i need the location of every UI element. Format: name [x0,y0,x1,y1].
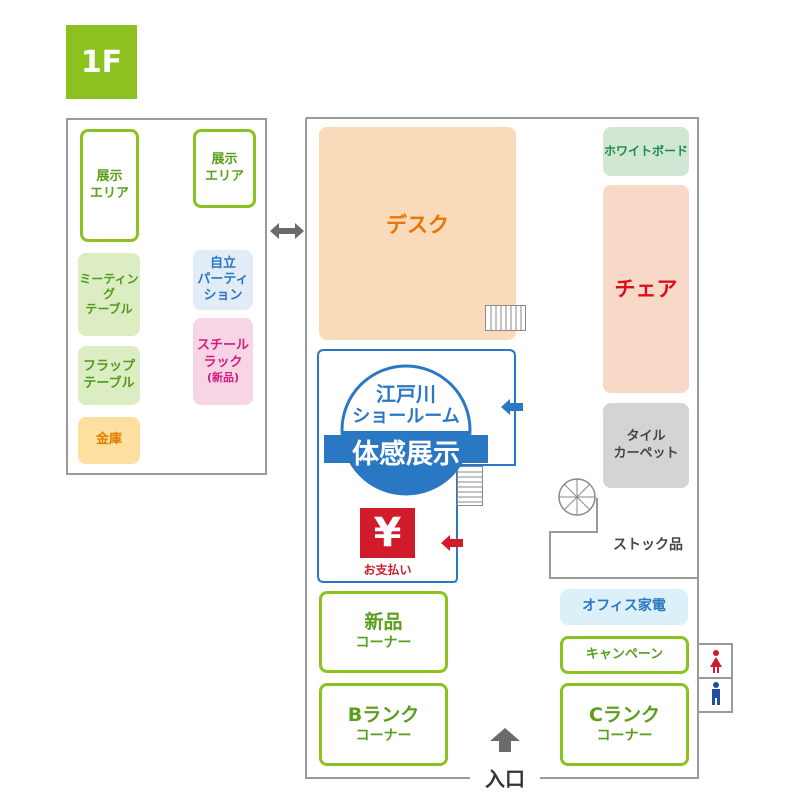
b-corner-sub: コーナー [355,727,412,744]
steel-rack-sub: (新品) [206,370,240,384]
floor-badge: 1F [66,25,137,99]
showroom-line3: 体感展示 [352,439,460,470]
display-area-1[interactable]: 展示 エリア [80,129,139,242]
c-corner-sub: コーナー [596,727,653,744]
whiteboard-area[interactable]: ホワイトボード [603,127,689,176]
showroom-badge[interactable] [324,363,488,497]
partition-area[interactable]: 自立 パーティション [193,250,253,310]
c-corner-label: Cランク [589,703,660,726]
meeting-table-area[interactable]: ミーティング テーブル [78,253,140,336]
safe-area[interactable]: 金庫 [78,417,140,464]
tile-carpet-area[interactable]: タイル カーペット [603,403,689,488]
b-corner-label: Bランク [347,703,420,726]
up-arrow-icon [490,728,520,752]
display-area-2[interactable]: 展示 エリア [193,129,256,208]
female-toilet-icon [710,650,722,673]
flap-table-area[interactable]: フラップ テーブル [78,346,140,405]
payment-label: お支払い [363,563,412,577]
arrow-left-icon [501,399,523,415]
spiral-stairs-icon [558,478,596,516]
new-corner-label: 新品 [364,611,403,634]
office-appliances-area[interactable]: オフィス家電 [560,589,688,625]
chair-area[interactable]: チェア [603,185,689,393]
entrance-label[interactable]: 入口 [485,767,525,791]
stairs-icon [485,305,526,331]
male-toilet-icon [712,682,720,705]
desk-area[interactable]: デスク [319,127,516,340]
steel-rack-label: スチール ラック [196,338,249,370]
c-corner-area[interactable]: Cランク コーナー [560,683,689,766]
showroom-line1: 江戸川 [376,382,436,406]
arrow-left-red-icon [441,535,463,551]
new-corner-sub: コーナー [355,635,412,652]
b-corner-area[interactable]: Bランク コーナー [319,683,448,766]
stairs-icon-showroom [457,466,483,506]
payment-yen-icon[interactable]: ¥ [360,508,415,558]
stock-label[interactable]: ストック品 [613,537,683,553]
campaign-area[interactable]: キャンペーン [560,636,689,674]
desk-label: デスク [386,213,449,238]
showroom-line2: ショールーム [352,406,460,427]
new-corner-area[interactable]: 新品 コーナー [319,591,448,673]
double-arrow-icon [270,223,304,239]
left-room-wall [66,118,267,475]
steel-rack-area[interactable]: スチール ラック (新品) [193,318,253,405]
